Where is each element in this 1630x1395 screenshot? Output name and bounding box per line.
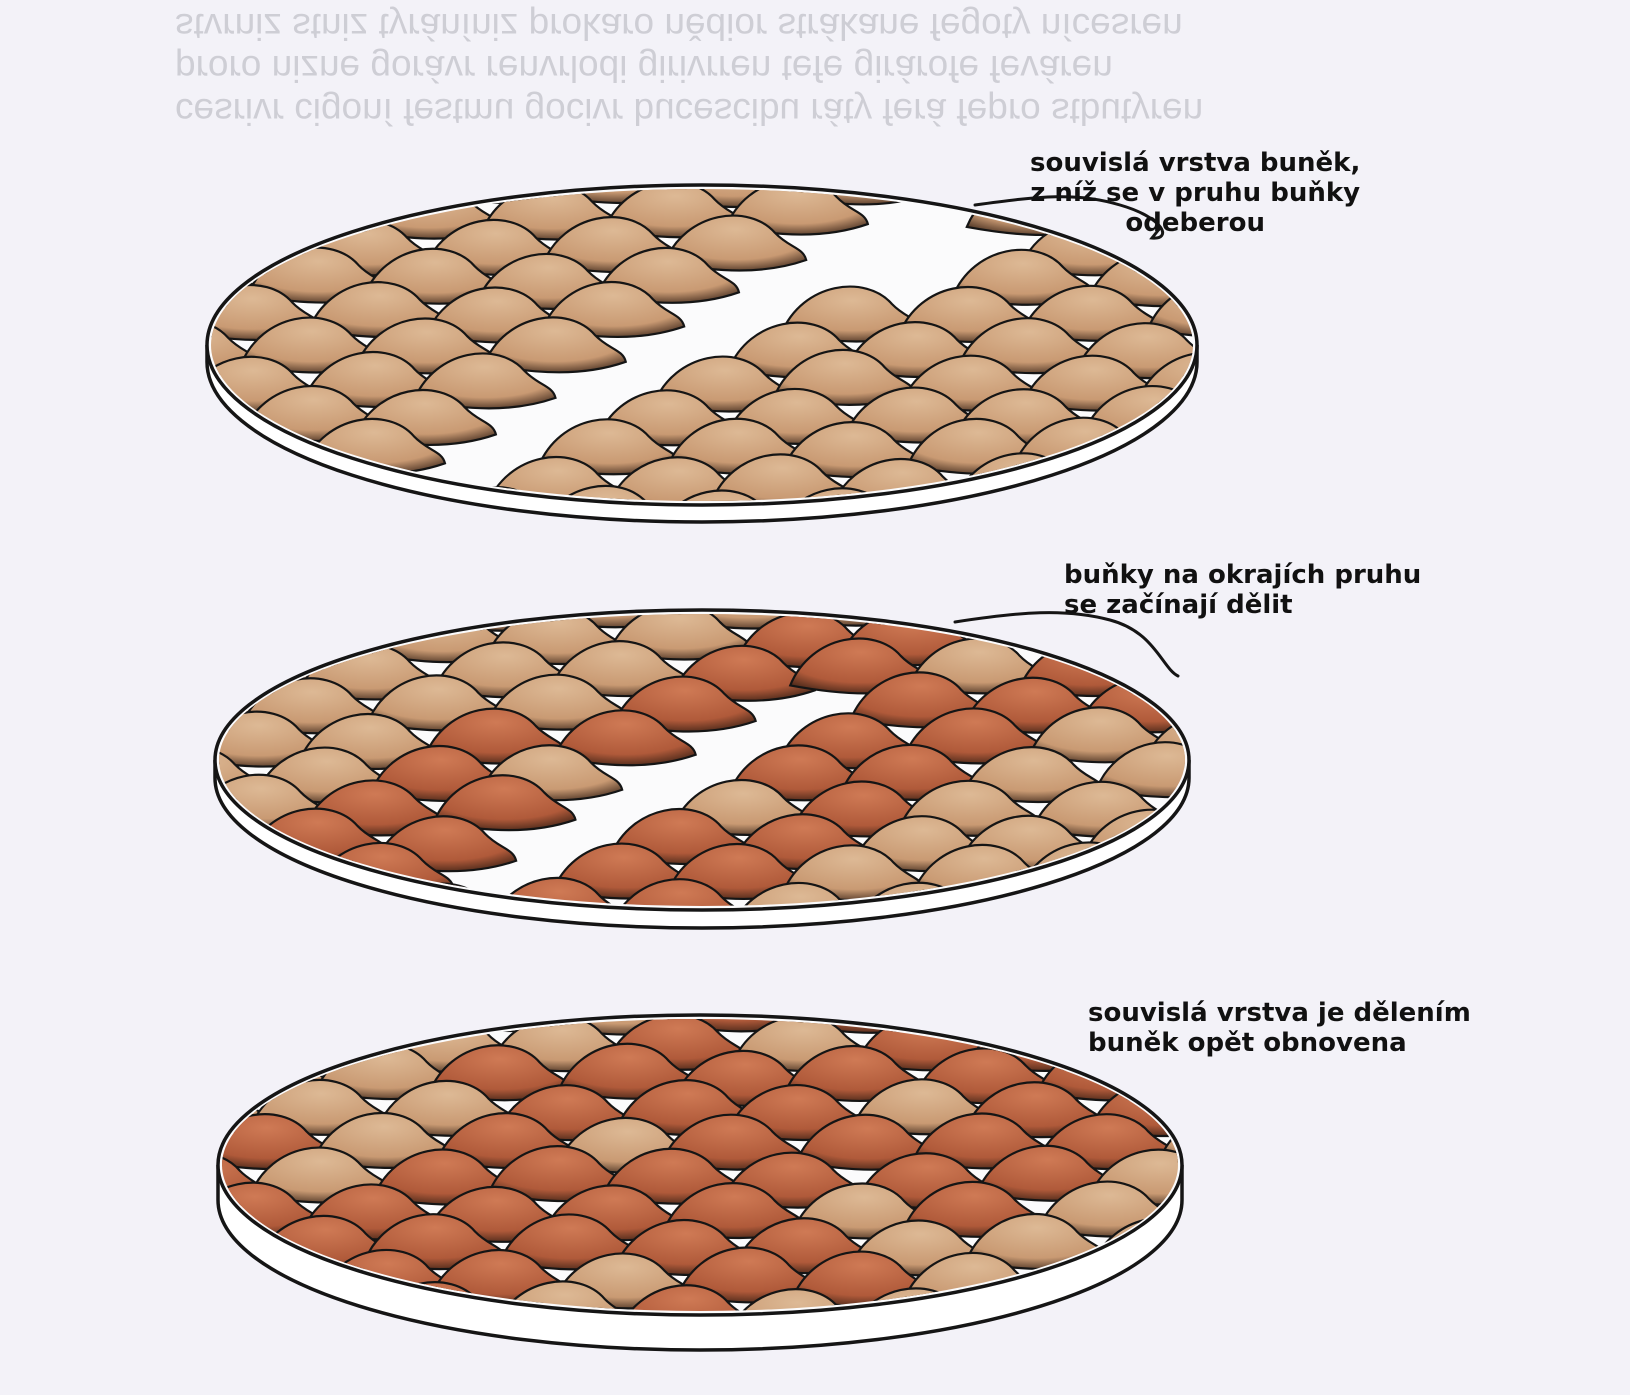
label-3-line-2: buněk opět obnovena	[1088, 1028, 1471, 1058]
cell	[1203, 253, 1345, 308]
cell	[192, 976, 334, 1031]
cell	[78, 1113, 220, 1168]
label-dish-2: buňky na okrajích pruhu se začínají děli…	[1064, 560, 1421, 620]
cell	[1019, 488, 1161, 543]
label-1-line-2: z níž se v pruhu buňky	[1030, 178, 1360, 208]
dividing-cell	[137, 879, 279, 934]
cell	[129, 453, 271, 508]
cell	[74, 980, 216, 1035]
cell	[69, 1044, 211, 1099]
cell	[1097, 1286, 1239, 1341]
cell	[131, 606, 273, 661]
label-2-line-2: se začínají dělit	[1064, 590, 1421, 620]
cell	[67, 578, 209, 633]
cell	[1143, 491, 1285, 546]
cell	[66, 708, 208, 763]
cell	[177, 146, 319, 201]
cell	[64, 493, 206, 548]
cell	[65, 220, 207, 275]
label-dish-3: souvislá vrstva je dělením buněk opět ob…	[1088, 998, 1471, 1058]
cell	[63, 1186, 205, 1241]
cell	[311, 979, 453, 1034]
cell	[72, 849, 214, 904]
cell	[1088, 458, 1230, 513]
cell	[60, 419, 202, 474]
cell	[1205, 454, 1347, 509]
cell	[60, 282, 202, 337]
dividing-cell	[912, 979, 1054, 1034]
cell	[125, 1011, 267, 1066]
dividing-cell	[77, 1254, 219, 1309]
cell	[1193, 389, 1335, 444]
label-1-line-1: souvislá vrstva buněk,	[1030, 148, 1360, 178]
dish-2-cells-dividing	[66, 571, 1296, 939]
dish-2-cell-layer	[66, 571, 1296, 939]
cell	[191, 573, 333, 628]
dividing-cell	[1149, 1253, 1291, 1308]
cell	[75, 781, 217, 836]
label-1-line-3: odeberou	[1030, 208, 1360, 238]
cell	[63, 153, 205, 208]
label-2-line-1: buňky na okrajích pruhu	[1064, 560, 1421, 590]
cell	[51, 352, 193, 407]
cell	[314, 575, 456, 630]
cell	[113, 186, 255, 241]
cell	[1143, 848, 1285, 903]
label-dish-1: souvislá vrstva buněk, z níž se v pruhu …	[1030, 148, 1360, 238]
cell	[1091, 879, 1233, 934]
label-3-line-1: souvislá vrstva je dělením	[1088, 998, 1471, 1028]
cell	[1192, 321, 1334, 376]
cell	[232, 182, 374, 237]
dividing-cell	[907, 574, 1049, 629]
dividing-cell	[122, 1284, 264, 1339]
cell	[67, 640, 209, 695]
cell	[295, 151, 437, 206]
cell	[181, 488, 323, 543]
